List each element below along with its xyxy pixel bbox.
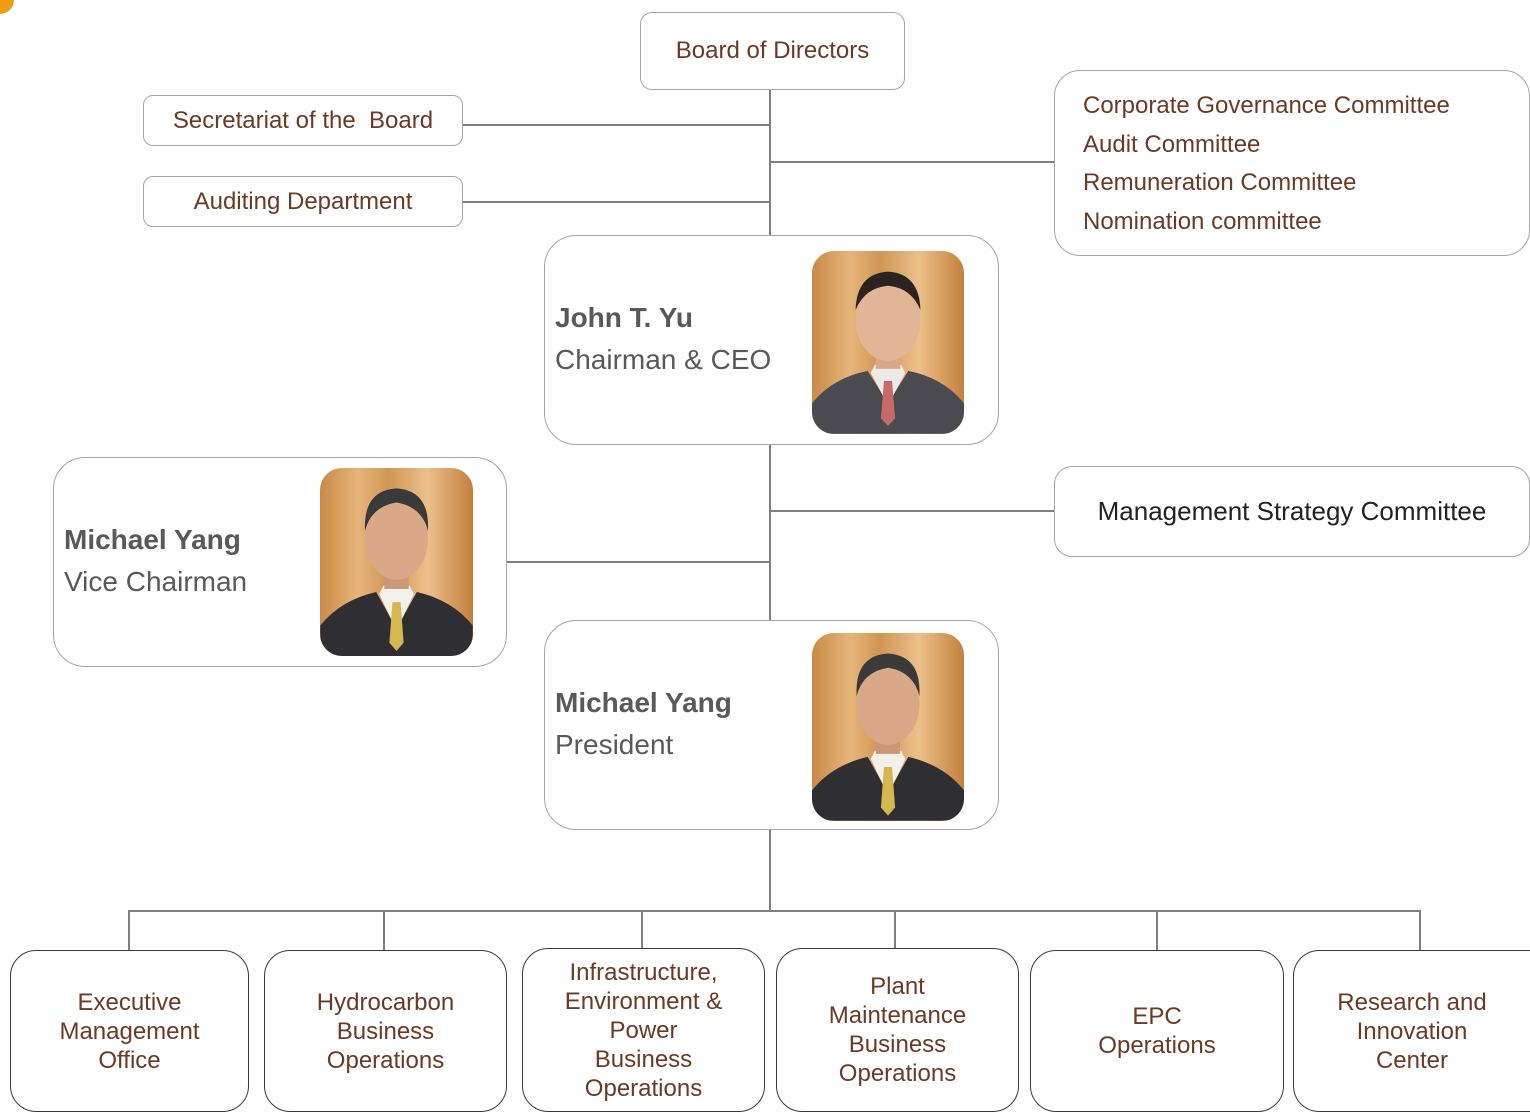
division-label: Hydrocarbon Business Operations [316, 988, 455, 1074]
connector-division-4 [894, 910, 896, 950]
division-plant-maintenance-business-operations: Plant Maintenance Business Operations [776, 948, 1019, 1112]
connector-main-top [769, 90, 771, 237]
management-strategy-committee-label: Management Strategy Committee [1097, 496, 1487, 526]
division-executive-management-office: Executive Management Office [10, 950, 249, 1112]
connector-division-1 [128, 910, 130, 950]
board-committees-box: Corporate Governance Committee Audit Com… [1054, 70, 1530, 256]
chairman-name: John T. Yu [555, 302, 693, 333]
chairman-title: Chairman & CEO [555, 344, 772, 375]
connector-main-bottom [769, 829, 771, 911]
connector-division-2 [383, 910, 385, 950]
vice-chairman-card: Michael Yang Vice Chairman [53, 457, 507, 667]
committee-item: Nomination committee [1083, 207, 1322, 235]
secretariat-box: Secretariat of the Board [143, 95, 463, 146]
connector-divisions-bar [128, 910, 1421, 912]
president-title: President [555, 729, 674, 760]
connector-main-middle [769, 444, 771, 621]
management-strategy-committee-box: Management Strategy Committee [1054, 466, 1530, 557]
division-epc-operations: EPC Operations [1030, 950, 1284, 1112]
auditing-department-box: Auditing Department [143, 176, 463, 227]
division-label: EPC Operations [1098, 1003, 1216, 1059]
board-of-directors-label: Board of Directors [675, 37, 870, 64]
chairman-card: John T. Yu Chairman & CEO [544, 235, 999, 445]
division-infrastructure-environment-power: Infrastructure, Environment & Power Busi… [522, 948, 765, 1112]
connector-vice-chairman [506, 561, 770, 563]
division-label: Plant Maintenance Business Operations [828, 973, 967, 1087]
connector-strategy [769, 510, 1056, 512]
connector-committees [769, 161, 1056, 163]
vice-chairman-title: Vice Chairman [64, 566, 248, 597]
connector-auditing [462, 201, 770, 203]
vice-chairman-name: Michael Yang [64, 524, 241, 555]
division-label: Executive Management Office [59, 988, 200, 1074]
division-research-and-innovation-center: Research and Innovation Center [1293, 950, 1530, 1112]
president-photo [812, 633, 964, 821]
secretariat-label: Secretariat of the Board [172, 106, 434, 134]
connector-secretariat [462, 124, 770, 126]
connector-division-3 [641, 910, 643, 950]
division-label: Infrastructure, Environment & Power Busi… [564, 958, 723, 1102]
division-hydrocarbon-business-operations: Hydrocarbon Business Operations [264, 950, 507, 1112]
connector-division-5 [1156, 910, 1158, 950]
division-label: Research and Innovation Center [1337, 988, 1487, 1074]
committee-item: Remuneration Committee [1083, 169, 1357, 196]
vice-chairman-photo [320, 468, 473, 656]
president-card: Michael Yang President [544, 620, 999, 830]
board-of-directors-box: Board of Directors [640, 12, 905, 90]
president-name: Michael Yang [555, 687, 732, 718]
committee-item: Corporate Governance Committee [1083, 92, 1450, 119]
committee-item: Audit Committee [1083, 130, 1261, 158]
connector-division-6 [1419, 910, 1421, 950]
auditing-department-label: Auditing Department [193, 187, 413, 215]
chairman-photo [812, 251, 964, 434]
corner-accent-dot [0, 0, 14, 14]
